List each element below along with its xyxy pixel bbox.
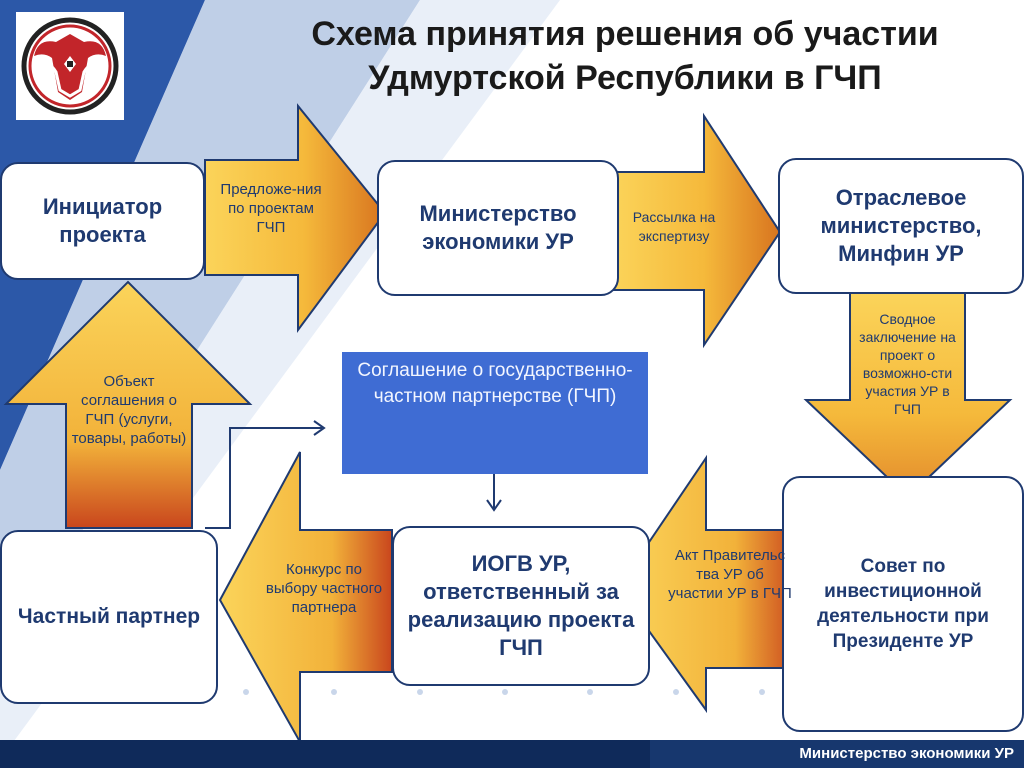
arrow-label-proposals: Предложе-ния по проектам ГЧП (220, 181, 322, 236)
arrow-expertise (611, 112, 782, 349)
box-ministry-economy: Министерство экономики УР (377, 160, 619, 296)
arrow-label-summary: Сводное заключение на проект о возможно-… (859, 311, 956, 417)
box-initiator: Инициатор проекта (0, 162, 205, 280)
box-council: Совет по инвестиционной деятельности при… (782, 476, 1024, 732)
logo (16, 12, 124, 120)
arrow-proposals (204, 103, 387, 334)
arrow-object (3, 280, 253, 529)
arrow-contest (218, 451, 393, 746)
arrow-label-act: Акт Правительс тва УР об участии УР в ГЧ… (668, 547, 792, 602)
agreement-label: Соглашение о государственно-частном парт… (357, 360, 633, 407)
arrow-label-object: Объект соглашения о ГЧП (услуги, товары,… (71, 373, 187, 447)
page-title: Схема принятия решения об участии Удмурт… (230, 12, 1020, 100)
footer-bar: Министерство экономики УР (0, 740, 1024, 768)
footer-panel (650, 740, 1024, 768)
udmurtia-coat-of-arms-icon (21, 17, 119, 115)
arrow-label-expertise: Рассылка на экспертизу (632, 209, 716, 244)
agreement-box: Соглашение о государственно-частном парт… (342, 352, 648, 474)
footer-text: Министерство экономики УР (799, 745, 1014, 762)
arrow-label-contest: Конкурс по выбору частного партнера (265, 561, 383, 616)
connector-arrowhead-down (486, 499, 502, 512)
connector-arrowhead-right (313, 420, 326, 436)
box-private-partner: Частный партнер (0, 530, 218, 704)
connector-to-agreement (205, 427, 322, 529)
title-line-1: Схема принятия решения об участии (311, 15, 939, 53)
arrow-summary (803, 291, 1013, 499)
box-iogv: ИОГВ УР, ответственный за реализацию про… (392, 526, 650, 686)
title-line-2: Удмуртской Республики в ГЧП (368, 59, 882, 97)
box-sector-ministry: Отраслевое министерство, Минфин УР (778, 158, 1024, 294)
